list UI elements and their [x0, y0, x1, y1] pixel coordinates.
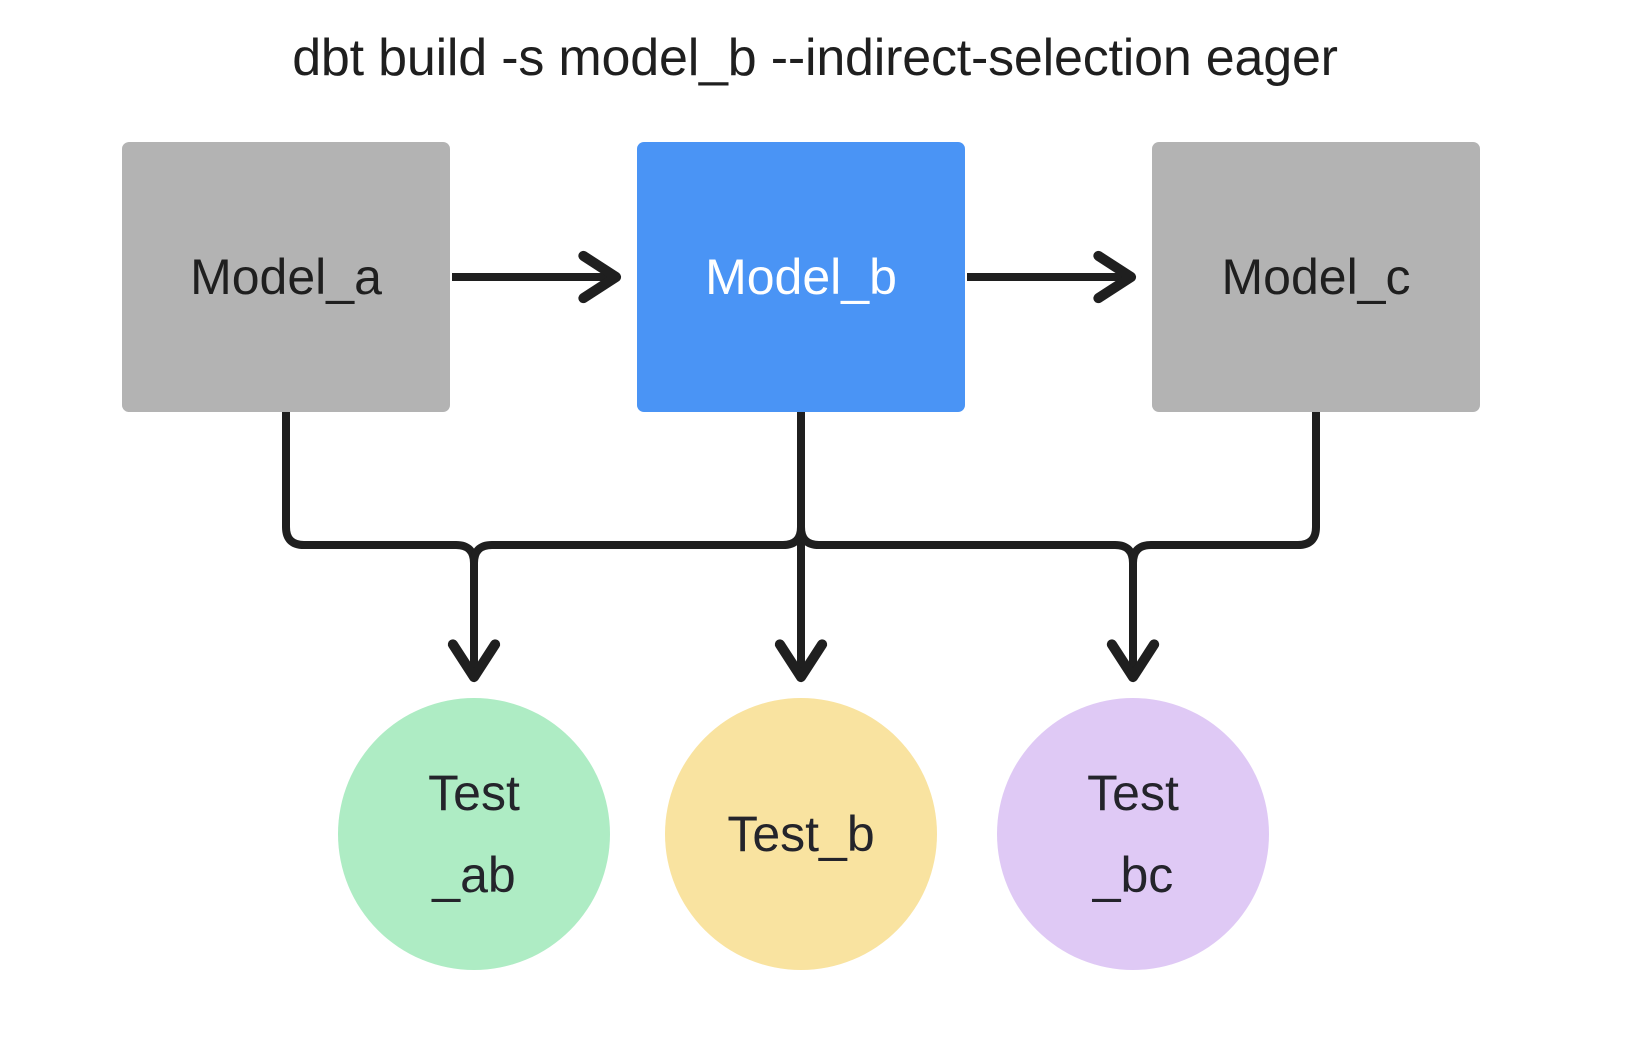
edge-model-b-to-test-ab: [470, 412, 805, 564]
node-model-c-label: Model_c: [1221, 248, 1411, 305]
node-test-ab-label-line-2: _ab: [432, 847, 516, 903]
edge-model-a-to-test-ab: [282, 412, 501, 683]
node-model-b-label: Model_b: [705, 248, 897, 305]
node-test-b-label-line-1: Test_b: [727, 806, 875, 862]
node-test-ab-label-line-1: Test: [428, 765, 520, 821]
node-test-b[interactable]: Test_b: [665, 698, 937, 970]
node-test-bc-label-line-1: Test: [1087, 765, 1179, 821]
node-test-ab[interactable]: Test _ab: [338, 698, 610, 970]
edge-model-b-to-test-bc: [797, 412, 1160, 683]
node-model-b[interactable]: Model_b: [637, 142, 965, 412]
node-model-c[interactable]: Model_c: [1152, 142, 1480, 412]
edge-model-c-to-test-bc: [1129, 412, 1320, 564]
node-test-bc[interactable]: Test _bc: [997, 698, 1269, 970]
node-model-a[interactable]: Model_a: [122, 142, 450, 412]
node-test-bc-label-line-2: _bc: [1092, 847, 1174, 903]
diagram-title: dbt build -s model_b --indirect-selectio…: [292, 29, 1338, 87]
node-model-a-label: Model_a: [190, 248, 382, 305]
